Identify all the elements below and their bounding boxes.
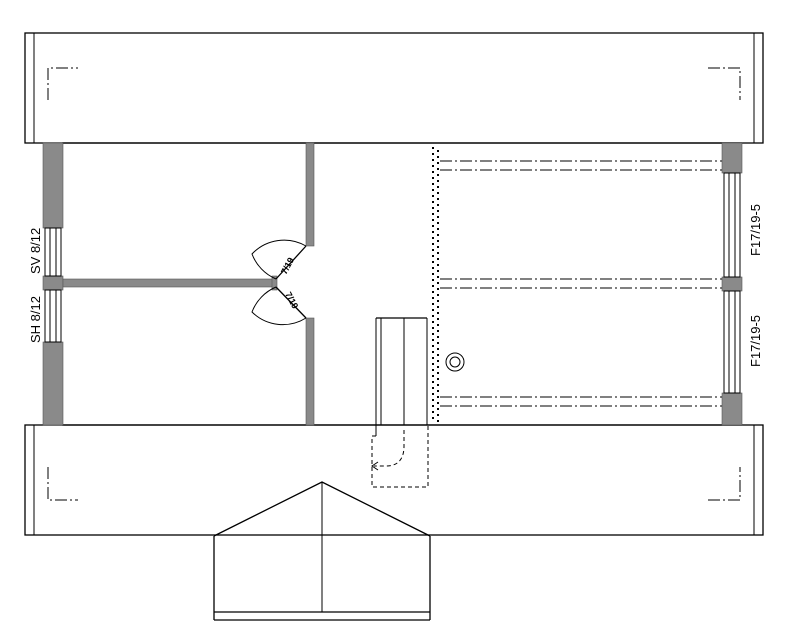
door-label-lower: 7/19 [283,290,300,310]
door-label-upper: 7/19 [279,256,296,276]
flue-symbol [445,352,465,372]
window-label-right-lower: F17/19-5 [748,315,763,367]
window-right-lower [723,290,741,394]
left-wall [42,142,64,426]
door-lower [251,286,307,326]
staircase [371,317,429,488]
window-label-left-upper: SV 8/12 [28,228,43,274]
roof-beams [440,160,722,407]
door-upper [251,239,307,280]
roof-top [24,32,764,144]
dotted-kneewall [432,147,439,423]
interior-outline [62,142,742,426]
interior-walls [62,142,315,426]
window-label-right-upper: F17/19-5 [748,204,763,256]
window-left-lower [44,289,62,343]
window-right-upper [723,172,741,278]
dormer [213,481,431,621]
window-left-upper [44,227,62,277]
window-label-left-lower: SH 8/12 [28,296,43,343]
